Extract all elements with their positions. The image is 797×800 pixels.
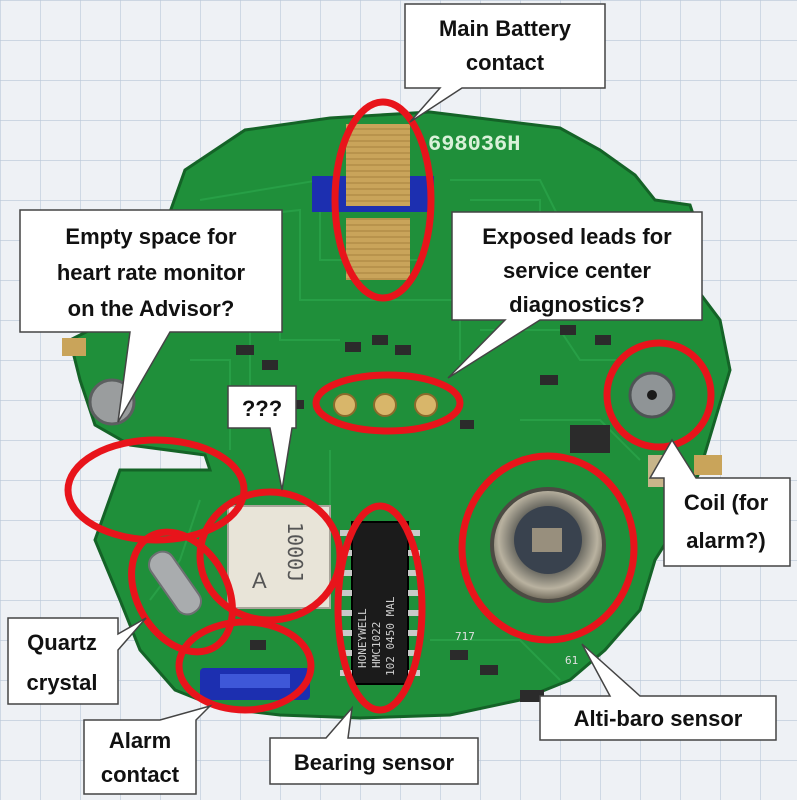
right-mount-pad [694, 455, 722, 475]
left-mount-pad [62, 338, 86, 356]
mark-quartz-crystal [128, 528, 236, 656]
callout-main-battery-line2: contact [466, 50, 545, 75]
crystal-module [227, 505, 331, 609]
mark-bearing-sensor [334, 502, 426, 714]
callout-main-battery-line1: Main Battery [439, 16, 572, 41]
diagnostic-lead-3 [414, 393, 438, 417]
callout-coil-line2: alarm?) [686, 528, 765, 553]
callout-exposed-leads-line2: service center [503, 258, 651, 283]
mark-coil [603, 339, 715, 451]
quartz-crystal-body [147, 550, 203, 616]
callout-alarm: Alarm contact [83, 704, 213, 795]
smd-components [236, 325, 611, 702]
callout-unknown-text: ??? [242, 396, 282, 421]
callout-alarm-line1: Alarm [109, 728, 171, 753]
mark-alti-baro-sensor [458, 452, 638, 644]
callout-quartz: Quartz crystal [7, 617, 147, 705]
callout-unknown: ??? [227, 385, 297, 491]
callout-altibaro: Alti-baro sensor [539, 643, 777, 741]
callout-exposed-leads-line1: Exposed leads for [482, 224, 672, 249]
crystal-module-code: 1000J [283, 522, 307, 582]
coil-center [647, 390, 657, 400]
callout-empty-space-line2: heart rate monitor [57, 260, 246, 285]
chip-markings: HONEYWELL HMC1022 102 0450 MAL [356, 596, 397, 676]
callout-empty-space-line1: Empty space for [65, 224, 237, 249]
chip-marking-lot: 102 0450 MAL [384, 596, 397, 676]
mark-empty-space [64, 436, 248, 544]
mark-unknown-module [196, 488, 344, 624]
chip-marking-part: HMC1022 [370, 622, 383, 668]
callout-main-battery: Main Battery contact [404, 3, 606, 123]
callout-exposed-leads-line3: diagnostics? [509, 292, 645, 317]
small-code-717: 717 [455, 630, 475, 643]
callout-coil: Coil (for alarm?) [648, 438, 791, 567]
callout-alarm-line2: contact [101, 762, 180, 787]
small-code-61: 61 [565, 654, 578, 667]
mark-alarm-contact [175, 618, 315, 714]
battery-contact-pad-top [346, 124, 410, 206]
chip-marking-brand: HONEYWELL [356, 608, 369, 668]
callout-coil-line1: Coil (for [684, 490, 769, 515]
crystal-module-letter: A [252, 568, 267, 593]
callout-quartz-line2: crystal [27, 670, 98, 695]
callout-bearing: Bearing sensor [269, 705, 479, 785]
alti-baro-sensor-die [532, 528, 562, 552]
highlight-marks [64, 98, 715, 714]
board-print-code: 698036H [428, 132, 520, 157]
mark-exposed-leads [312, 371, 464, 435]
diagnostic-lead-1 [333, 393, 357, 417]
diagnostic-lead-2 [373, 393, 397, 417]
callout-exposed-leads: Exposed leads for service center diagnos… [447, 211, 703, 379]
callout-altibaro-text: Alti-baro sensor [574, 706, 743, 731]
mark-battery-contact [331, 98, 435, 302]
alarm-contact-highlight [220, 674, 290, 688]
battery-contact-pad-bottom [346, 218, 410, 280]
bearing-sensor-chip [351, 521, 409, 685]
callout-quartz-line1: Quartz [27, 630, 97, 655]
callout-empty-space: Empty space for heart rate monitor on th… [19, 209, 283, 423]
callout-empty-space-line3: on the Advisor? [68, 296, 235, 321]
callout-bearing-text: Bearing sensor [294, 750, 455, 775]
